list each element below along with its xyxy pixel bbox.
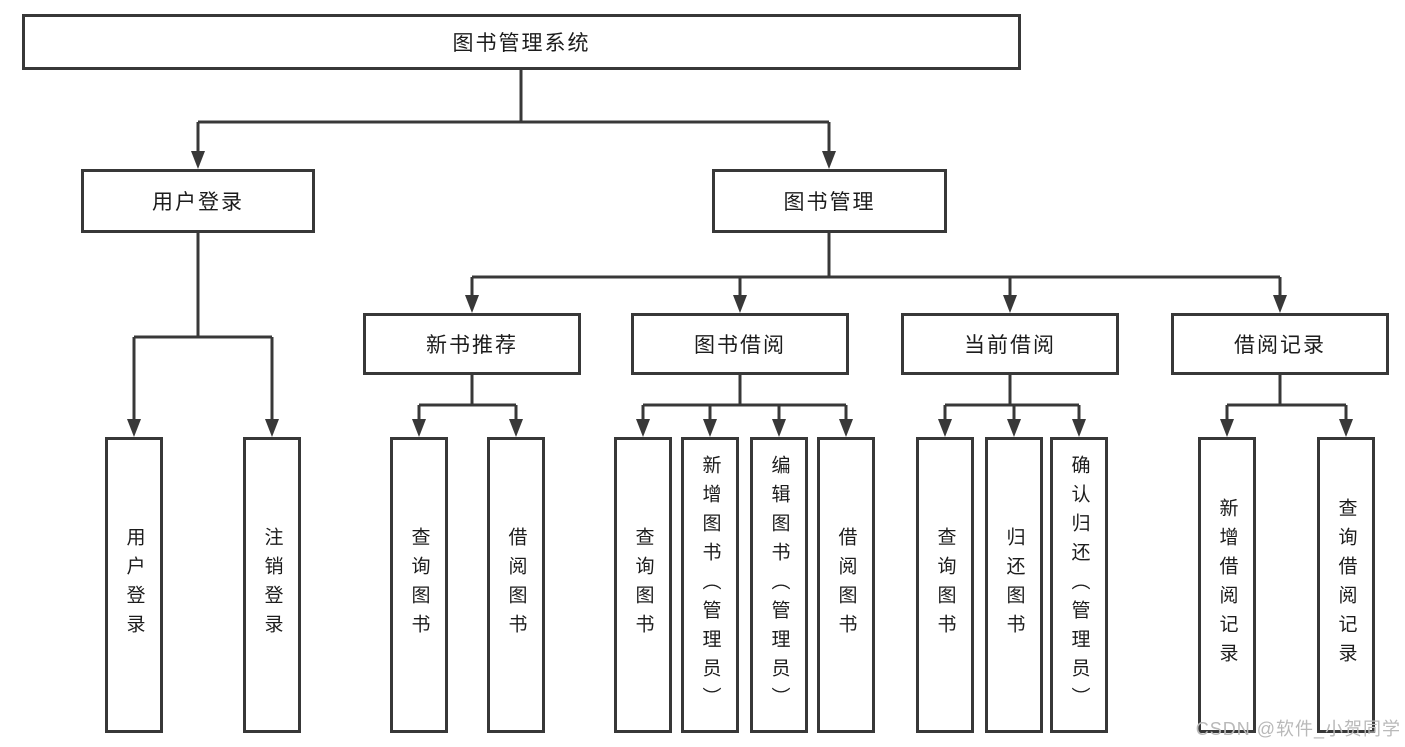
leaf-confirm-return-admin: 确认归还（管理员）: [1050, 437, 1108, 733]
node-label: 查询图书: [934, 527, 956, 643]
node-label: 用户登录: [152, 191, 244, 214]
leaf-query-book-current: 查询图书: [916, 437, 974, 733]
leaf-borrow-book-recommend: 借阅图书: [487, 437, 545, 733]
node-label: 注销登录: [261, 527, 283, 643]
node-label: 用户登录: [123, 527, 145, 643]
node-label: 新增图书（管理员）: [699, 454, 721, 716]
leaf-query-borrow-record: 查询借阅记录: [1317, 437, 1375, 733]
leaf-add-borrow-record: 新增借阅记录: [1198, 437, 1256, 733]
node-label: 图书管理: [783, 191, 876, 214]
node-label: 归还图书: [1003, 527, 1025, 643]
node-label: 确认归还（管理员）: [1068, 454, 1090, 716]
node-book-borrowing: 图书借阅: [631, 313, 849, 375]
node-label: 查询图书: [408, 527, 430, 643]
node-library-management-system: 图书管理系统: [22, 14, 1021, 70]
leaf-add-book-admin: 新增图书（管理员）: [681, 437, 739, 733]
node-label: 编辑图书（管理员）: [768, 454, 790, 716]
node-user-login: 用户登录: [81, 169, 315, 233]
leaf-query-book-borrowing: 查询图书: [614, 437, 672, 733]
node-label: 新增借阅记录: [1216, 498, 1238, 672]
leaf-edit-book-admin: 编辑图书（管理员）: [750, 437, 808, 733]
leaf-query-book-recommend: 查询图书: [390, 437, 448, 733]
node-label: 借阅图书: [835, 527, 857, 643]
node-label: 查询图书: [632, 527, 654, 643]
node-current-borrowing: 当前借阅: [901, 313, 1119, 375]
node-book-management: 图书管理: [712, 169, 947, 233]
node-label: 当前借阅: [964, 334, 1056, 357]
leaf-return-book: 归还图书: [985, 437, 1043, 733]
node-borrowing-records: 借阅记录: [1171, 313, 1389, 375]
leaf-logout: 注销登录: [243, 437, 301, 733]
node-label: 图书管理系统: [452, 32, 591, 55]
leaf-borrow-book: 借阅图书: [817, 437, 875, 733]
leaf-user-login: 用户登录: [105, 437, 163, 733]
node-label: 借阅记录: [1234, 334, 1326, 357]
node-label: 新书推荐: [426, 334, 518, 357]
node-label: 借阅图书: [505, 527, 527, 643]
node-new-book-recommend: 新书推荐: [363, 313, 581, 375]
node-label: 图书借阅: [694, 334, 786, 357]
node-label: 查询借阅记录: [1335, 498, 1357, 672]
